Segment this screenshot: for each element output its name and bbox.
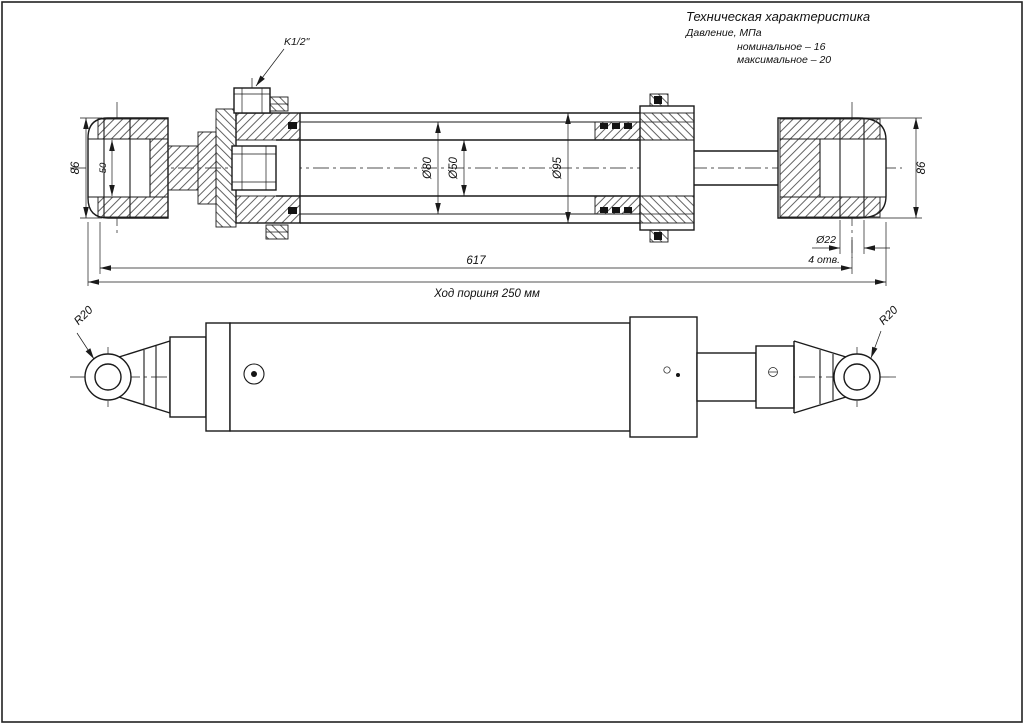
rear-block-external: [629, 316, 698, 438]
dim-rod-diameter: Ø50: [448, 157, 460, 180]
dim-width-right: 86: [916, 161, 928, 174]
dim-overall-length: 617: [466, 255, 486, 267]
right-clevis-section: [777, 117, 887, 219]
right-eye-hole: [843, 363, 871, 391]
left-rod-eye: [84, 340, 171, 414]
gland-nut: [231, 145, 277, 191]
left-eye-hole: [94, 363, 122, 391]
dim-hole-count: 4 отв.: [808, 254, 840, 266]
port-boss: [233, 87, 271, 114]
rod-seal-bottom: [288, 207, 297, 214]
port-circle: [243, 363, 265, 385]
dim-width-left: 86: [70, 161, 82, 174]
right-rod-eye: [793, 340, 881, 414]
left-pin-hole-edges: [103, 118, 131, 218]
port-thread-callout: K1/2": [284, 36, 311, 48]
dimensions: 86 50 Ø80 Ø50 Ø95 86 Ø22 4 отв.: [70, 113, 928, 300]
pressure-label: Давление, МПа: [685, 27, 762, 39]
pressure-maximal: максимальное – 20: [737, 54, 831, 66]
port-thread-leader: K1/2": [255, 36, 311, 87]
dim-tube-outer-diameter: Ø95: [552, 157, 564, 180]
rod-external: [696, 352, 757, 402]
tech-title: Техническая характеристика: [686, 9, 870, 24]
left-clevis-section: [87, 117, 169, 219]
right-boss: [755, 345, 795, 409]
radius-callout-left: R20: [72, 304, 96, 328]
dim-slot-width: 50: [98, 162, 109, 173]
right-pin-hole-edges: [839, 118, 865, 218]
cylinder-tube: [276, 112, 642, 224]
piston-rod-lines: [276, 139, 640, 197]
external-view: R20 R20: [70, 304, 901, 438]
dim-bore-diameter: Ø80: [422, 157, 434, 180]
rear-head-assembly: [639, 93, 695, 243]
front-head-assembly: [215, 96, 301, 240]
left-shank: [167, 131, 217, 205]
seal-pack: [594, 121, 641, 215]
piston-stroke-note: Ход поршня 250 мм: [433, 288, 540, 300]
pressure-nominal: номинальное – 16: [737, 41, 826, 53]
cylinder-body-external: [229, 322, 631, 432]
radius-callout-right: R20: [877, 304, 901, 328]
section-view: K1/2" 86 50 Ø80 Ø50 Ø95 86: [70, 36, 928, 300]
rod-extension-lines: [694, 150, 778, 186]
dim-pin-hole-diameter: Ø22: [815, 234, 836, 246]
left-boss: [169, 336, 207, 418]
bore-lines: [300, 121, 640, 215]
rod-seal-top: [288, 122, 297, 129]
tie-bolts: [265, 96, 289, 240]
tech-spec-block: Техническая характеристика Давление, МПа…: [685, 9, 870, 66]
front-cap-ring: [205, 322, 231, 432]
